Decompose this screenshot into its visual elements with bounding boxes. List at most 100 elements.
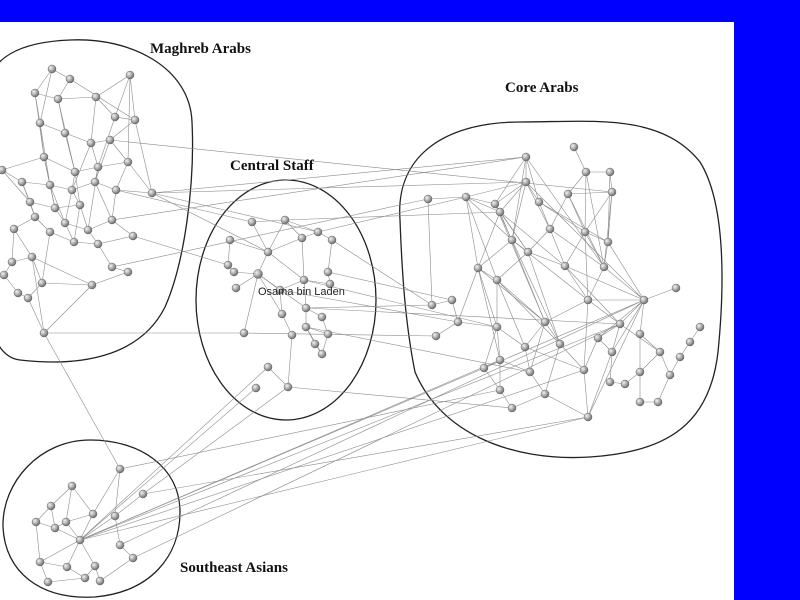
network-edge xyxy=(525,181,645,301)
network-node xyxy=(583,295,593,305)
network-node xyxy=(229,267,239,277)
network-node xyxy=(128,553,138,563)
network-edge xyxy=(13,228,33,258)
network-edge xyxy=(585,171,605,268)
network-edge xyxy=(115,161,129,191)
network-node xyxy=(310,339,320,349)
network-node xyxy=(251,383,261,393)
network-node xyxy=(91,92,101,102)
network-edge xyxy=(303,279,498,328)
network-edge xyxy=(287,386,513,409)
network-node xyxy=(495,355,505,365)
network-node xyxy=(275,285,285,295)
network-edge xyxy=(41,282,93,286)
network-edge xyxy=(639,333,661,353)
network-node xyxy=(297,233,307,243)
network-edge xyxy=(587,351,613,418)
network-node xyxy=(115,464,125,474)
network-edge xyxy=(524,321,546,348)
network-node xyxy=(37,278,47,288)
network-edge xyxy=(527,228,551,253)
network-edge xyxy=(243,273,259,334)
network-node xyxy=(60,218,70,228)
network-node xyxy=(299,275,309,285)
network-node xyxy=(635,329,645,339)
network-diagram-panel: Maghreb Arabs Central Staff Core Arabs S… xyxy=(0,22,734,600)
network-node xyxy=(111,185,121,195)
network-node xyxy=(93,162,103,172)
network-node xyxy=(9,224,19,234)
central-staff-label: Central Staff xyxy=(230,158,315,174)
network-node xyxy=(639,295,649,305)
network-edge xyxy=(66,539,81,568)
network-edge xyxy=(511,181,527,241)
network-node xyxy=(605,377,615,387)
network-node xyxy=(325,279,335,289)
network-node xyxy=(123,157,133,167)
network-edge xyxy=(538,201,586,233)
network-edge xyxy=(91,271,129,286)
maghreb-arabs-cluster xyxy=(0,39,194,363)
network-node xyxy=(105,135,115,145)
network-node xyxy=(593,333,603,343)
network-node xyxy=(453,317,463,327)
network-node xyxy=(17,177,27,187)
network-node xyxy=(60,128,70,138)
network-node xyxy=(447,295,457,305)
network-node xyxy=(53,94,63,104)
network-node xyxy=(695,322,705,332)
network-node xyxy=(461,192,471,202)
network-edge xyxy=(496,251,529,281)
network-edge xyxy=(583,369,589,418)
network-edge xyxy=(142,416,589,495)
network-node xyxy=(655,347,665,357)
network-edge xyxy=(317,196,467,233)
network-edge xyxy=(603,191,613,268)
core-arabs-label: Core Arabs xyxy=(505,80,579,96)
network-edge xyxy=(284,211,501,221)
network-edge xyxy=(115,189,153,194)
network-node xyxy=(521,152,531,162)
network-node xyxy=(317,349,327,359)
network-node xyxy=(69,237,79,247)
network-edge xyxy=(142,386,289,495)
network-edge xyxy=(483,326,498,369)
network-edge xyxy=(611,323,621,353)
network-edge xyxy=(457,321,498,328)
network-edge xyxy=(151,192,269,253)
network-edge xyxy=(111,219,134,237)
network-edge xyxy=(611,299,645,353)
network-edge xyxy=(587,299,621,325)
network-node xyxy=(327,235,337,245)
network-edge xyxy=(609,351,613,383)
network-node xyxy=(239,328,249,338)
network-node xyxy=(25,197,35,207)
network-edge xyxy=(79,513,94,541)
network-edge xyxy=(115,189,253,223)
network-node xyxy=(534,197,544,207)
network-node xyxy=(223,260,233,270)
network-edge xyxy=(79,515,116,541)
network-edge xyxy=(99,557,134,582)
network-edge xyxy=(71,485,94,515)
network-edge xyxy=(457,267,479,323)
network-edge xyxy=(29,201,56,209)
network-edge xyxy=(465,196,498,281)
network-node xyxy=(507,235,517,245)
network-node xyxy=(523,247,533,257)
network-edge xyxy=(494,181,527,205)
network-edge xyxy=(114,515,121,546)
network-node xyxy=(50,203,60,213)
network-edge xyxy=(64,132,92,144)
network-edge xyxy=(111,156,527,221)
network-node xyxy=(67,185,77,195)
network-edge xyxy=(607,171,611,243)
network-edge xyxy=(97,235,134,245)
network-edge xyxy=(119,299,645,546)
network-edge xyxy=(525,156,540,203)
network-edge xyxy=(57,96,97,100)
southeast-asians-cluster xyxy=(2,439,181,598)
network-edge xyxy=(573,146,587,173)
network-edge xyxy=(92,468,121,515)
network-edge xyxy=(639,351,661,373)
